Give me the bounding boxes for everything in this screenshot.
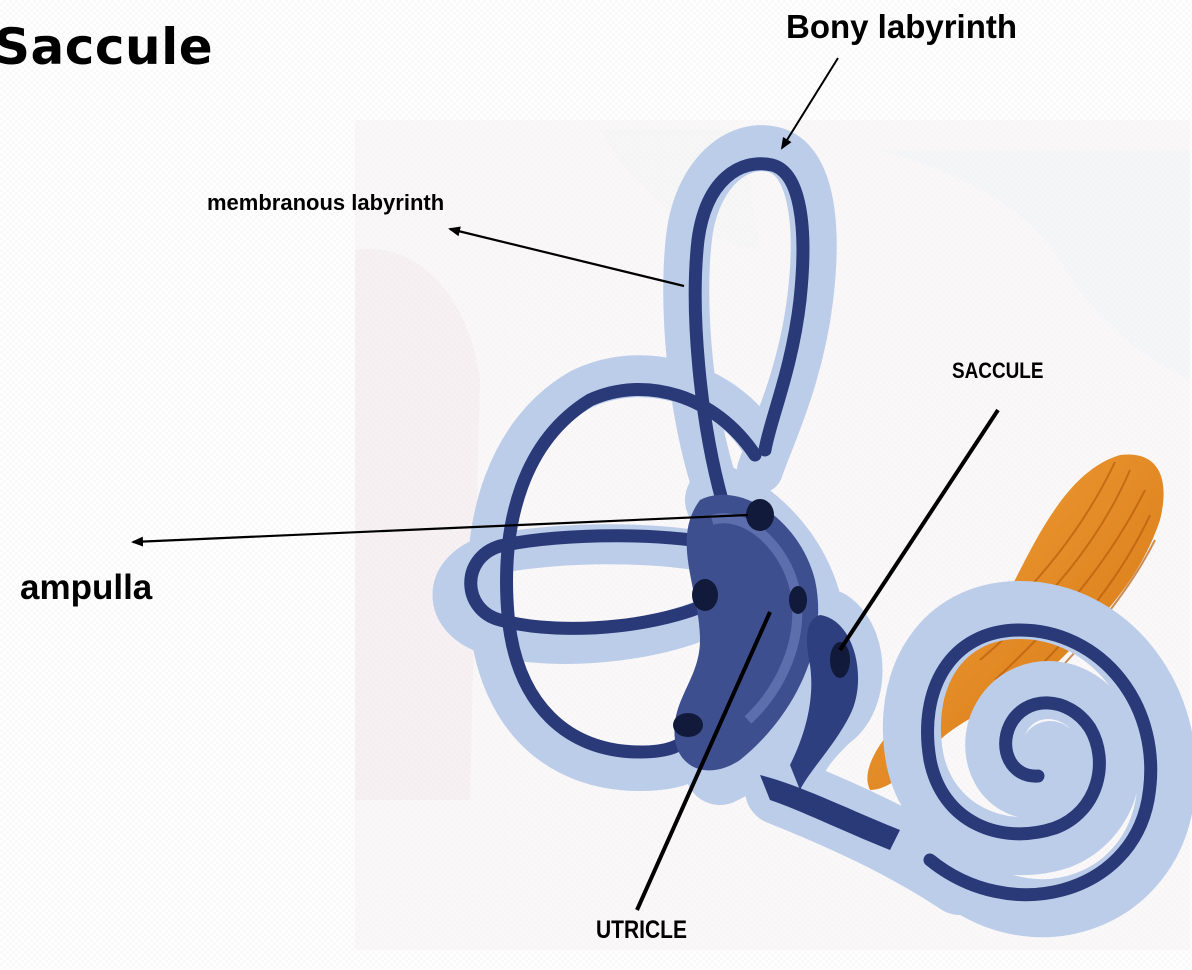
ampulla-dot-lateral <box>692 579 718 611</box>
label-ampulla: ampulla <box>20 568 152 608</box>
label-saccule: SACCULE <box>952 358 1043 384</box>
label-membranous-labyrinth: membranous labyrinth <box>207 190 444 216</box>
ampulla-dot-anterior <box>746 499 774 531</box>
utricle-macula-dot <box>789 586 807 614</box>
label-bony-labyrinth: Bony labyrinth <box>786 8 1017 46</box>
label-utricle: UTRICLE <box>596 916 687 945</box>
ampulla-dot-posterior <box>673 713 703 737</box>
slide-title: Saccule <box>0 18 213 76</box>
